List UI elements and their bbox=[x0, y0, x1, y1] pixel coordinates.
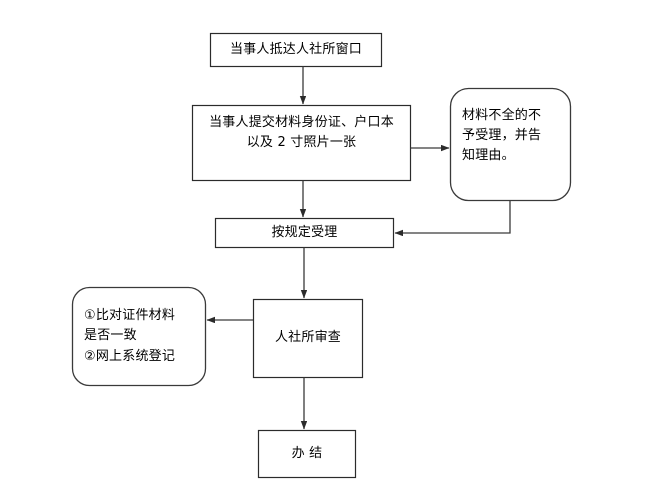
node-accept-shape[interactable] bbox=[214, 217, 395, 249]
node-review-shape[interactable] bbox=[252, 298, 364, 379]
node-done-shape[interactable] bbox=[257, 429, 357, 479]
node-reject-shape[interactable] bbox=[449, 87, 572, 202]
node-submit-shape[interactable] bbox=[191, 104, 412, 182]
node-check-detail-shape[interactable] bbox=[71, 286, 207, 387]
edge-reject-to-accept bbox=[394, 200, 511, 237]
node-arrive-shape[interactable] bbox=[209, 32, 383, 68]
